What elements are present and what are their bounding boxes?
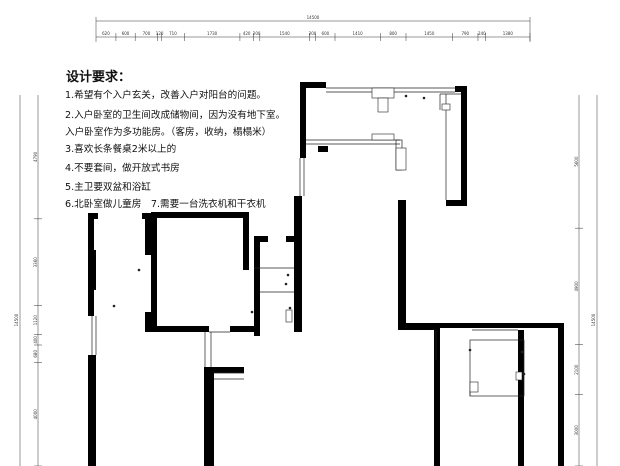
- side-dimension-labels: 4790 3360 1120 400 680 4000 5600 4900 2100 3000 14…: [14, 151, 596, 466]
- dimension-label: 1540: [279, 31, 290, 36]
- right-total-dimension: 14500: [591, 313, 596, 326]
- dimension-label: 240: [478, 31, 486, 36]
- left-dimension-label: 680: [33, 350, 38, 358]
- left-dimension-label: 400: [33, 336, 38, 344]
- dimension-label: 600: [122, 31, 130, 36]
- requirements-title: 设计要求：: [66, 70, 132, 85]
- dimension-label: 800: [389, 31, 397, 36]
- left-dimension-label: 1120: [33, 315, 38, 326]
- dimension-label: 200: [309, 31, 317, 36]
- dimension-label: 790: [461, 31, 469, 36]
- requirement-item: 入户卧室作为多功能房。（客房，收纳，榻榻米）: [65, 127, 272, 138]
- dimension-label: 420: [243, 31, 251, 36]
- dimension-label: 200: [253, 31, 261, 36]
- left-dimension-label: 4790: [33, 151, 38, 162]
- top-total-dimension: 14500: [307, 15, 320, 20]
- requirement-item: 4.不要套间，做开放式书房: [65, 163, 180, 174]
- requirement-item: 5.主卫要双盆和浴缸: [65, 182, 151, 193]
- dimension-label: 1410: [353, 31, 364, 36]
- left-dimension-label: 4000: [33, 409, 38, 420]
- dimension-label: 1730: [207, 31, 218, 36]
- dimension-label: 1450: [424, 31, 435, 36]
- dimension-label: 600: [322, 31, 330, 36]
- dimension-label: 1380: [503, 31, 514, 36]
- left-dimension-chain: [19, 95, 39, 466]
- requirement-item: 6.北卧室做儿童房 7.需要一台洗衣机和干衣机: [65, 199, 266, 210]
- dimension-label: 620: [102, 31, 110, 36]
- dimension-label: 120: [156, 31, 164, 36]
- right-dimension-label: 5600: [574, 156, 579, 167]
- right-dimension-label: 3000: [574, 425, 579, 436]
- left-dimension-label: 3360: [33, 257, 38, 268]
- requirement-item: 1.希望有个入户玄关，改善入户对阳台的问题。: [65, 90, 267, 101]
- walls: [88, 82, 564, 466]
- right-dimension-chain: [578, 95, 598, 466]
- top-dimension-chain: [95, 17, 531, 42]
- right-dimension-label: 2100: [574, 364, 579, 375]
- left-total-dimension: 14500: [14, 313, 19, 326]
- right-dimension-label: 4900: [574, 281, 579, 292]
- dimension-label: 700: [143, 31, 151, 36]
- requirement-item: 3.喜欢长条餐桌2米以上的: [65, 144, 177, 155]
- dimension-label: 710: [169, 31, 177, 36]
- requirement-item: 2.入户卧室的卫生间改成储物间，因为没有地下室。: [65, 110, 286, 121]
- fixture-dots: [112, 94, 526, 376]
- fixtures: [285, 87, 523, 393]
